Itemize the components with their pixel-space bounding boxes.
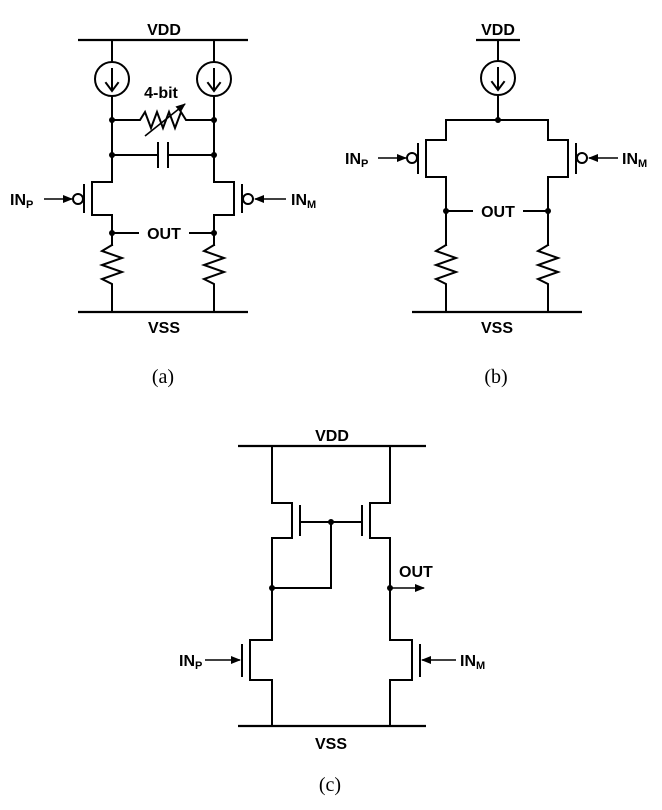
panel-b-pmos-left [378,139,447,178]
panel-b-out-label: OUT [481,204,515,221]
panel-b-vdd-label: VDD [481,22,515,39]
panel-b-load-resistor-left [432,243,460,313]
panel-a-variable-resistor [109,103,217,137]
panel-c-vdd-label: VDD [315,428,349,445]
panel-b-inm-label: INM [622,151,647,170]
panel-c-out-label: OUT [399,564,433,581]
panel-a-caption: (a) [152,366,174,388]
panel-a-pmos-left [44,181,113,216]
panel-a-inp-label: INP [10,192,33,211]
panel-c-inm-label: INM [460,653,485,672]
panel-a-circuit: VDD VSS 4-bit [10,22,316,388]
panel-b-pmos-right [547,139,618,178]
panel-a-load-resistor-right [200,243,228,313]
panel-a-current-source-right [196,39,232,183]
panel-c-mirror-pmos-left [271,445,301,641]
panel-c-circuit: VDD OUT [179,428,485,796]
panel-b-current-source [480,39,516,121]
panel-a-capacitor [109,142,217,168]
panel-b-caption: (b) [484,366,507,388]
panel-c-vss-label: VSS [315,736,347,753]
panel-a-current-source-left [94,39,130,183]
panel-c-mirror-pmos-right [361,445,391,641]
panel-a-out-label: OUT [147,226,181,243]
panel-a-load-resistor-left [98,243,126,313]
panel-a-vdd-label: VDD [147,22,181,39]
panel-b-circuit: VDD INP IN [345,22,647,388]
panel-a-vss-label: VSS [148,320,180,337]
panel-b-load-resistor-right [534,243,562,313]
panel-a-pmos-right [213,181,286,216]
panel-a-inm-label: INM [291,192,316,211]
panel-c-nmos-left [205,639,273,727]
panel-c-caption: (c) [319,774,341,796]
panel-c-inp-label: INP [179,653,202,672]
panel-c-gate-connection [269,519,363,591]
panel-b-vss-label: VSS [481,320,513,337]
panel-c-nmos-right [389,639,456,727]
panel-b-inp-label: INP [345,151,368,170]
panel-a-resistor-label: 4-bit [144,85,178,102]
